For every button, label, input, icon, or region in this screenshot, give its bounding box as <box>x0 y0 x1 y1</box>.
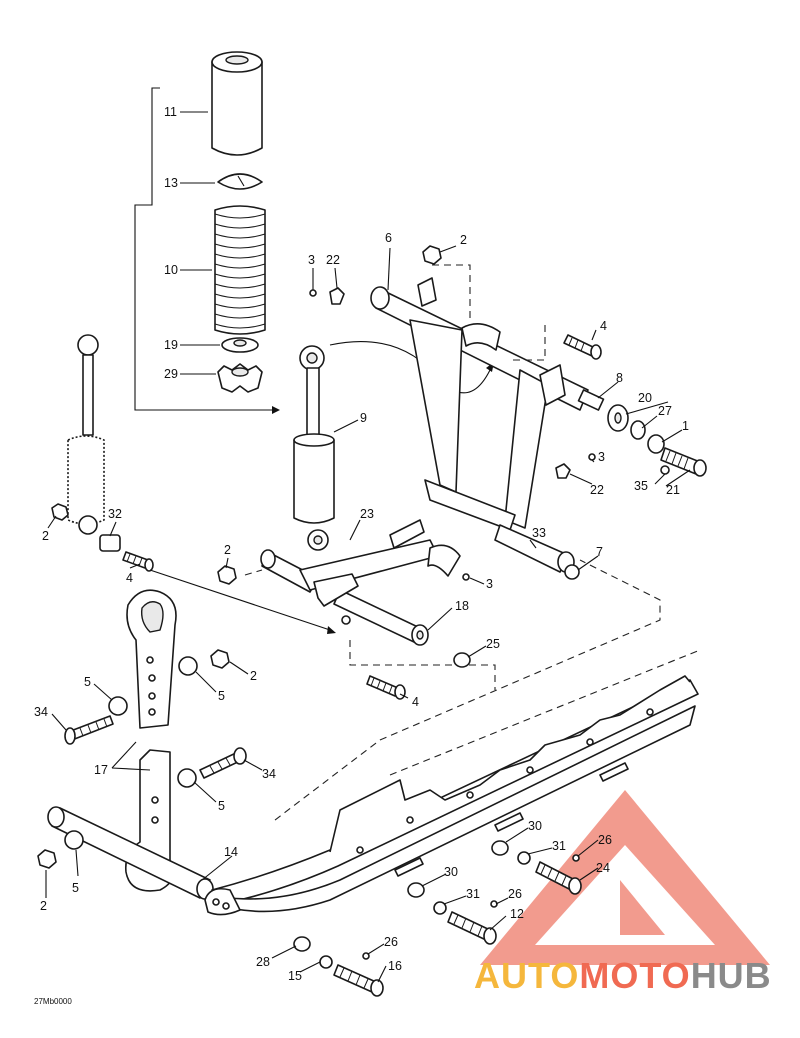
callout-3-upper: 3 <box>308 253 315 267</box>
callout-28: 28 <box>256 955 270 969</box>
callout-7: 7 <box>596 545 603 559</box>
slide-rail <box>204 559 701 916</box>
callout-24: 24 <box>596 861 610 875</box>
upper-pivot-hardware <box>577 389 707 477</box>
callout-34-right: 34 <box>262 767 276 781</box>
callout-12: 12 <box>510 907 524 921</box>
callout-9: 9 <box>360 411 367 425</box>
watermark-triangle-icon <box>480 790 770 965</box>
front-arm-assembly <box>370 264 589 573</box>
callout-23: 23 <box>360 507 374 521</box>
link-plate-upper <box>126 589 177 729</box>
leader-lines <box>45 111 691 983</box>
callout-11: 11 <box>164 105 177 119</box>
callout-3-lower: 3 <box>486 577 493 591</box>
callout-18: 18 <box>455 599 469 613</box>
shock-bushing-bolt <box>99 534 336 634</box>
rear-arm-washer <box>453 652 471 668</box>
callout-20: 20 <box>638 391 652 405</box>
callout-27: 27 <box>658 404 672 418</box>
callout-30-upper: 30 <box>528 819 542 833</box>
callout-34-left: 34 <box>34 705 48 719</box>
shock-spring-kit <box>134 51 280 414</box>
rear-arm-assembly <box>244 519 496 690</box>
spring-cup <box>221 337 259 353</box>
callout-labels: 11 13 10 19 29 9 6 2 3 22 4 8 20 27 1 3 … <box>34 105 689 983</box>
upper-nut <box>422 245 442 265</box>
callout-2-left: 2 <box>42 529 49 543</box>
split-washer <box>217 173 263 190</box>
callout-2-lower: 2 <box>40 899 47 913</box>
watermark-auto: AUTO <box>474 955 579 996</box>
callout-26-upper: 26 <box>598 833 612 847</box>
callout-10: 10 <box>164 263 178 277</box>
watermark-moto: MOTO <box>579 955 690 996</box>
callout-22-lower: 22 <box>590 483 604 497</box>
callout-19: 19 <box>164 338 178 352</box>
rail-hardware <box>293 840 582 997</box>
callout-26-lower: 26 <box>384 935 398 949</box>
callout-25: 25 <box>486 637 500 651</box>
shock-absorber <box>293 341 494 551</box>
callout-31-lower: 31 <box>466 887 480 901</box>
arm-end-cap <box>564 564 580 580</box>
callout-16: 16 <box>388 959 402 973</box>
callout-4-left: 4 <box>126 571 133 585</box>
callout-6: 6 <box>385 231 392 245</box>
callout-22-upper: 22 <box>326 253 340 267</box>
rear-arm-bolt <box>366 675 406 700</box>
mid-nut <box>217 565 237 585</box>
spring-adjuster <box>217 363 263 393</box>
callout-30-lower: 30 <box>444 865 458 879</box>
callout-13: 13 <box>164 176 178 190</box>
svg-text:AUTOMOTOHUB: AUTOMOTOHUB <box>474 955 772 996</box>
link-hardware <box>37 649 247 869</box>
callout-1: 1 <box>682 419 689 433</box>
callout-29: 29 <box>164 367 178 381</box>
upper-bolt <box>563 334 602 360</box>
figure-code: 27Mb0000 <box>34 997 72 1006</box>
callout-26-mid: 26 <box>508 887 522 901</box>
callout-2-link: 2 <box>250 669 257 683</box>
callout-33: 33 <box>532 526 546 540</box>
watermark-logo: AUTOMOTOHUB <box>474 790 772 996</box>
callout-31-upper: 31 <box>552 839 566 853</box>
callout-5-lower-right: 5 <box>218 799 225 813</box>
callout-5-lower-left: 5 <box>72 881 79 895</box>
grease-fitting-upper <box>309 287 345 305</box>
callout-14: 14 <box>224 845 238 859</box>
callout-15: 15 <box>288 969 302 983</box>
callout-17: 17 <box>94 763 108 777</box>
watermark-hub: HUB <box>691 955 772 996</box>
callout-35: 35 <box>634 479 648 493</box>
callout-4-lower: 4 <box>412 695 419 709</box>
callout-2-mid: 2 <box>224 543 231 557</box>
callout-21: 21 <box>666 483 680 497</box>
callout-4-upper: 4 <box>600 319 607 333</box>
callout-3-mid: 3 <box>598 450 605 464</box>
rubber-boot <box>211 51 263 156</box>
callout-2-upper: 2 <box>460 233 467 247</box>
callout-32: 32 <box>108 507 122 521</box>
grease-fitting-lower <box>555 453 596 479</box>
callout-5-link-right: 5 <box>218 689 225 703</box>
coil-spring <box>214 205 266 335</box>
callout-5-link-left: 5 <box>84 675 91 689</box>
left-shock-outline <box>67 334 105 535</box>
callout-8: 8 <box>616 371 623 385</box>
